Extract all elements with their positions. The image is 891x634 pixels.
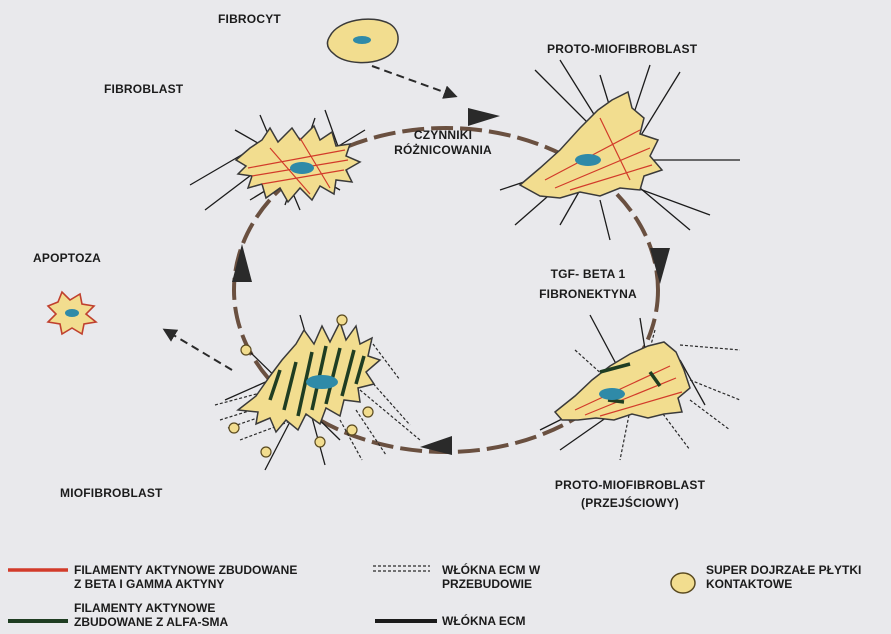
legend-ecm-remodel-line2: PRZEBUDOWIE <box>442 577 540 591</box>
legend-ecm-fibers: WŁÓKNA ECM <box>442 614 526 628</box>
fibrocyte-arrow <box>372 66 455 96</box>
label-apoptoza: APOPTOZA <box>33 251 101 266</box>
apoptosis-cell <box>48 292 96 334</box>
apoptosis-arrow <box>165 330 232 370</box>
cycle-arrow-right <box>650 248 670 284</box>
legend-platelet-swatch <box>671 573 695 593</box>
legend-platelets-line2: KONTAKTOWE <box>706 577 861 591</box>
label-fibroblast: FIBROBLAST <box>104 82 183 97</box>
label-czynniki-line2: RÓŻNICOWANIA <box>388 143 498 158</box>
legend-ecm-remodel-line1: WŁÓKNA ECM W <box>442 563 540 577</box>
label-proto-miofibroblast: PROTO-MIOFIBROBLAST <box>547 42 697 57</box>
label-tgf-line1: TGF- BETA 1 <box>528 264 648 284</box>
legend-green-filaments: FILAMENTY AKTYNOWE ZBUDOWANE Z ALFA-SMA <box>74 601 228 629</box>
label-czynniki-line1: CZYNNIKI <box>388 128 498 143</box>
legend-green-filaments-line2: ZBUDOWANE Z ALFA-SMA <box>74 615 228 629</box>
legend-platelets-line1: SUPER DOJRZAŁE PŁYTKI <box>706 563 861 577</box>
fibrocyte-cell <box>327 19 398 62</box>
legend-red-filaments: FILAMENTY AKTYNOWE ZBUDOWANE Z BETA I GA… <box>74 563 297 591</box>
legend-red-filaments-line2: Z BETA I GAMMA AKTYNY <box>74 577 297 591</box>
legend-ecm-remodel: WŁÓKNA ECM W PRZEBUDOWIE <box>442 563 540 591</box>
label-proto-miofibroblast-przejsciowy: PROTO-MIOFIBROBLAST (PRZEJŚCIOWY) <box>535 476 725 512</box>
label-fibrocyt: FIBROCYT <box>218 12 281 27</box>
label-tgf-line2: FIBRONEKTYNA <box>528 284 648 304</box>
legend-platelets: SUPER DOJRZAŁE PŁYTKI KONTAKTOWE <box>706 563 861 591</box>
proto-miofibroblast-transitional-cell <box>540 315 740 460</box>
label-miofibroblast: MIOFIBROBLAST <box>60 486 163 501</box>
cycle-arrow-top <box>468 108 500 126</box>
legend-red-filaments-line1: FILAMENTY AKTYNOWE ZBUDOWANE <box>74 563 297 577</box>
label-tgf-fibronektyna: TGF- BETA 1 FIBRONEKTYNA <box>528 264 648 304</box>
legend-ecm-remodel-swatch <box>373 566 430 571</box>
label-proto-przejsciowy-line1: PROTO-MIOFIBROBLAST <box>535 476 725 494</box>
proto-miofibroblast-cell <box>500 60 740 240</box>
label-proto-przejsciowy-line2: (PRZEJŚCIOWY) <box>535 494 725 512</box>
legend-green-filaments-line1: FILAMENTY AKTYNOWE <box>74 601 228 615</box>
fibroblast-cell <box>190 110 365 210</box>
label-czynniki-roznicowania: CZYNNIKI RÓŻNICOWANIA <box>388 128 498 158</box>
